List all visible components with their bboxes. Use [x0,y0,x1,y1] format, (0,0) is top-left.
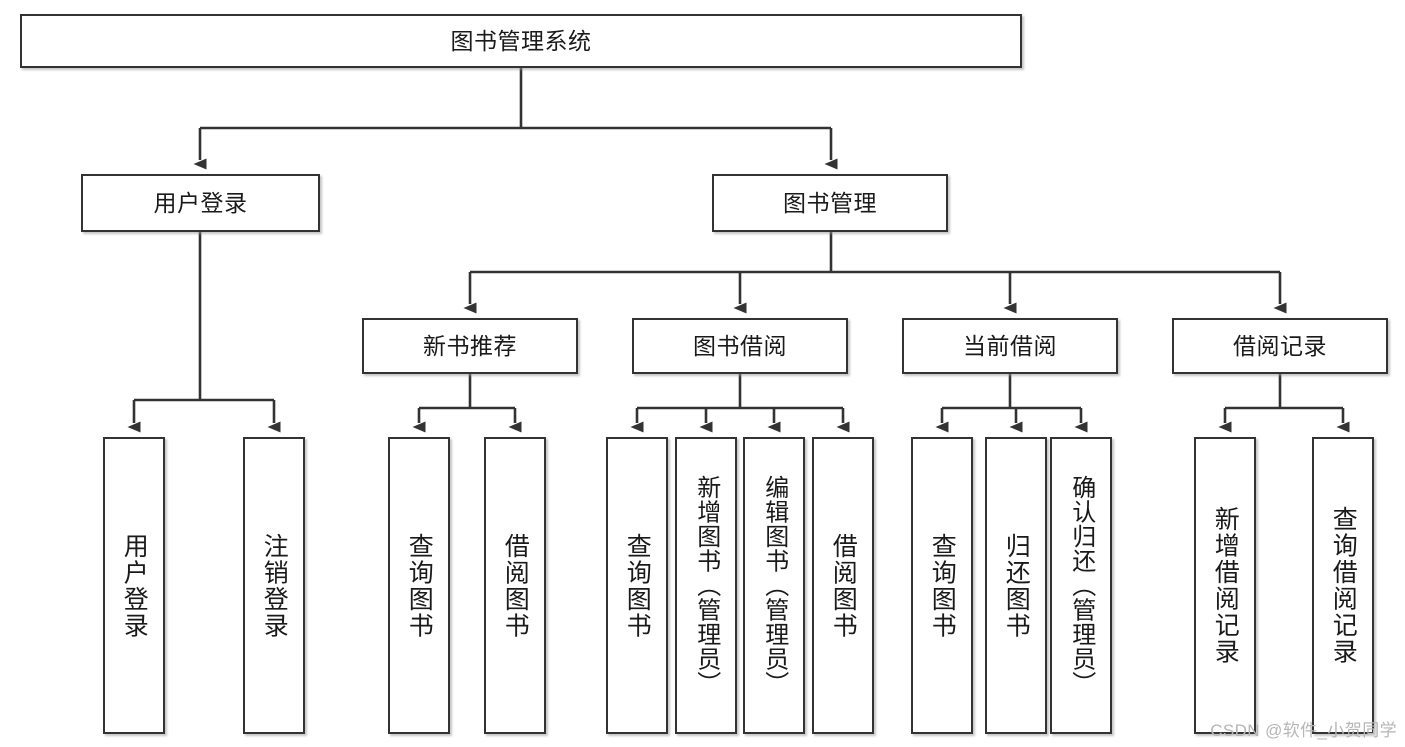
node-current-borrow-label: 当前借阅 [963,332,1057,359]
node-leaf-logout-label: 注销登录 [260,532,289,639]
node-leaf-user-login-label: 用户登录 [120,532,149,639]
node-leaf-query-record-label: 查询借阅记录 [1329,506,1358,665]
node-leaf-query-record[interactable]: 查询借阅记录 [1312,437,1374,734]
node-book-manage[interactable]: 图书管理 [712,174,948,232]
node-leaf-add-book-label: 新增图书（管理员） [692,475,720,696]
node-leaf-query-book-3-label: 查询图书 [928,532,957,639]
node-leaf-user-login[interactable]: 用户登录 [103,437,165,734]
watermark-text: CSDN @软件_小贺同学 [1210,721,1397,740]
node-leaf-borrow-book-1-label: 借阅图书 [501,532,530,639]
node-leaf-logout[interactable]: 注销登录 [243,437,305,734]
node-user-login[interactable]: 用户登录 [81,174,320,232]
node-book-manage-label: 图书管理 [783,189,877,216]
node-leaf-query-book-2-label: 查询图书 [623,532,652,639]
node-leaf-query-book-3[interactable]: 查询图书 [911,437,973,734]
node-leaf-borrow-book-2-label: 借阅图书 [829,532,858,639]
node-root-label: 图书管理系统 [450,27,592,54]
node-user-login-label: 用户登录 [153,189,248,216]
node-book-borrow[interactable]: 图书借阅 [632,318,848,374]
node-book-borrow-label: 图书借阅 [693,332,787,359]
node-new-book-recommend[interactable]: 新书推荐 [362,318,578,374]
node-borrow-record-label: 借阅记录 [1233,332,1327,359]
node-borrow-record[interactable]: 借阅记录 [1172,318,1388,374]
node-current-borrow[interactable]: 当前借阅 [902,318,1118,374]
node-new-book-recommend-label: 新书推荐 [423,332,517,359]
node-leaf-borrow-book-2[interactable]: 借阅图书 [812,437,874,734]
node-leaf-return-book[interactable]: 归还图书 [985,437,1047,734]
node-leaf-add-record-label: 新增借阅记录 [1211,506,1240,665]
node-leaf-query-book-1-label: 查询图书 [405,532,434,639]
node-leaf-borrow-book-1[interactable]: 借阅图书 [484,437,546,734]
node-leaf-confirm-return-label: 确认归还（管理员） [1067,475,1095,696]
node-leaf-query-book-1[interactable]: 查询图书 [388,437,450,734]
node-leaf-edit-book[interactable]: 编辑图书（管理员） [743,437,805,734]
node-root[interactable]: 图书管理系统 [20,14,1022,68]
node-leaf-add-record[interactable]: 新增借阅记录 [1194,437,1256,734]
node-leaf-edit-book-label: 编辑图书（管理员） [760,475,788,696]
node-leaf-confirm-return[interactable]: 确认归还（管理员） [1050,437,1112,734]
node-leaf-return-book-label: 归还图书 [1002,532,1031,639]
node-leaf-query-book-2[interactable]: 查询图书 [606,437,668,734]
node-leaf-add-book[interactable]: 新增图书（管理员） [675,437,737,734]
